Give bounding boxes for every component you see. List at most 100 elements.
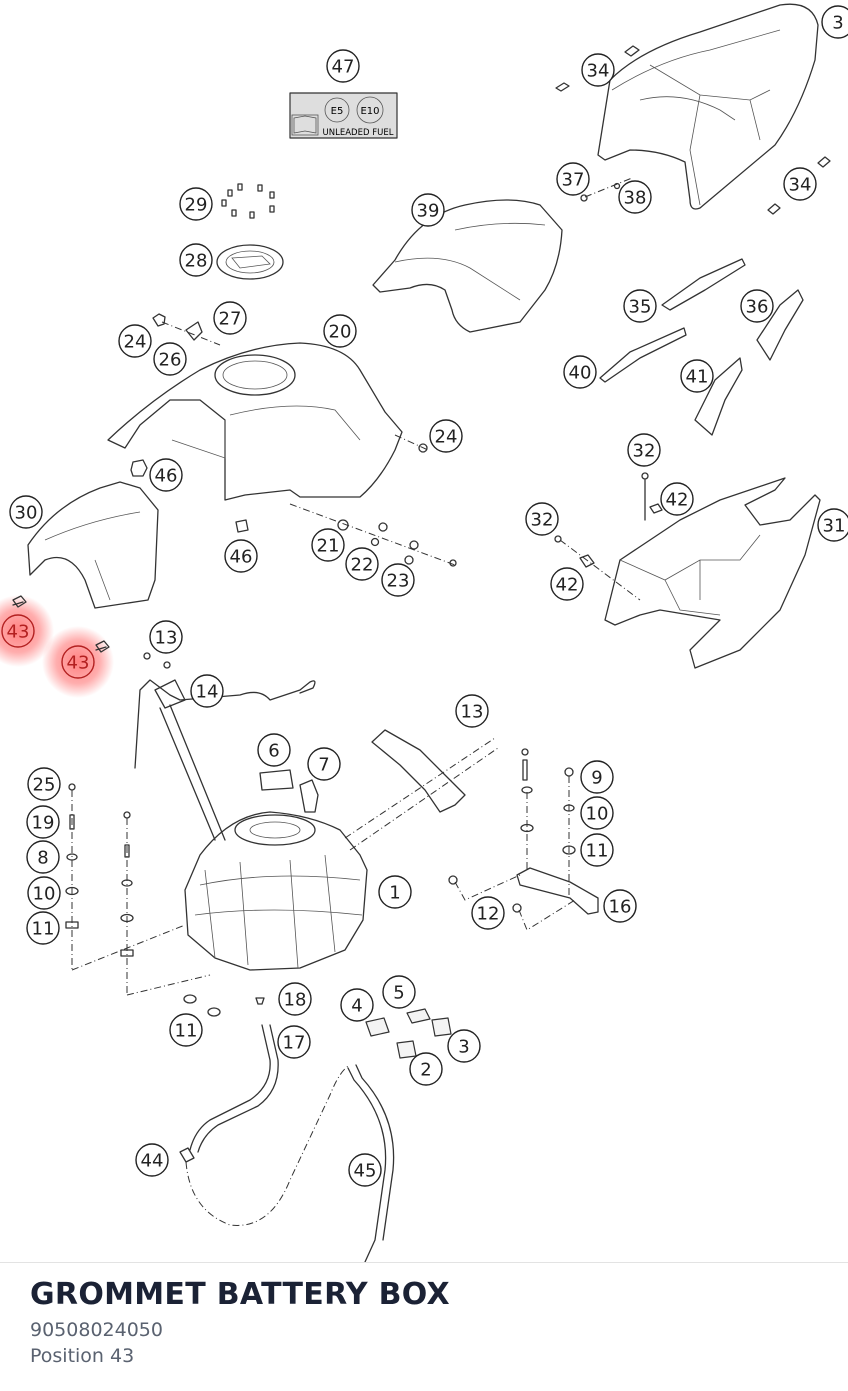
- callout-label: 34: [789, 175, 812, 196]
- small-blocks: [365, 1008, 452, 1059]
- callout-label: 41: [686, 367, 709, 388]
- callout-17[interactable]: 17: [277, 1025, 311, 1059]
- callout-label: 14: [196, 682, 219, 703]
- callout-28[interactable]: 28: [179, 243, 213, 277]
- callout-40[interactable]: 40: [563, 355, 597, 389]
- callout-label: 13: [461, 702, 484, 723]
- callout-ring: [26, 805, 60, 839]
- callout-8[interactable]: 8: [26, 840, 60, 874]
- callout-ring: [190, 674, 224, 708]
- callout-ring: [340, 988, 374, 1022]
- callout-10[interactable]: 10: [27, 876, 61, 910]
- callout-label: 39: [417, 201, 440, 222]
- callout-label: 40: [569, 363, 592, 384]
- callout-11[interactable]: 11: [26, 911, 60, 945]
- callout-12[interactable]: 12: [471, 896, 505, 930]
- callout-42[interactable]: 42: [550, 567, 584, 601]
- callout-ring: [580, 833, 614, 867]
- callout-label: 23: [387, 571, 410, 592]
- callout-ring: [149, 458, 183, 492]
- callout-label: 44: [141, 1151, 164, 1172]
- callout-38[interactable]: 38: [618, 180, 652, 214]
- position-prefix: Position: [30, 1345, 104, 1367]
- callout-label: 37: [562, 170, 585, 191]
- callout-45[interactable]: 45: [348, 1153, 382, 1187]
- callout-1[interactable]: 1: [378, 875, 412, 909]
- callout-19[interactable]: 19: [26, 805, 60, 839]
- callout-42[interactable]: 42: [660, 482, 694, 516]
- callout-24[interactable]: 24: [118, 324, 152, 358]
- callout-44[interactable]: 44: [135, 1143, 169, 1177]
- callout-6[interactable]: 6: [257, 733, 291, 767]
- callout-label: 43: [67, 653, 90, 674]
- callout-3[interactable]: 3: [447, 1029, 481, 1063]
- callout-label: 4: [351, 996, 362, 1017]
- callout-11[interactable]: 11: [169, 1013, 203, 1047]
- callout-23[interactable]: 23: [381, 563, 415, 597]
- callout-label: 32: [531, 510, 554, 531]
- fuel-hoses: [179, 1024, 395, 1262]
- callout-7[interactable]: 7: [307, 747, 341, 781]
- seat-clips: [555, 45, 831, 215]
- callout-ring: [9, 495, 43, 529]
- callout-9[interactable]: 9: [580, 760, 614, 794]
- callout-ring: [821, 5, 848, 39]
- callout-32[interactable]: 32: [627, 433, 661, 467]
- callout-3[interactable]: 3: [821, 5, 848, 39]
- fuel-cap: [216, 183, 284, 280]
- callout-13[interactable]: 13: [149, 620, 183, 654]
- callout-4[interactable]: 4: [340, 988, 374, 1022]
- callout-20[interactable]: 20: [323, 314, 357, 348]
- callout-32[interactable]: 32: [525, 502, 559, 536]
- callout-label: 20: [329, 322, 352, 343]
- callout-10[interactable]: 10: [580, 796, 614, 830]
- callout-34[interactable]: 34: [581, 53, 615, 87]
- callout-18[interactable]: 18: [278, 982, 312, 1016]
- callout-label: 29: [185, 195, 208, 216]
- callout-46[interactable]: 46: [224, 539, 258, 573]
- callout-ring: [135, 1143, 169, 1177]
- callout-29[interactable]: 29: [179, 187, 213, 221]
- callout-21[interactable]: 21: [311, 528, 345, 562]
- callout-26[interactable]: 26: [153, 342, 187, 376]
- callout-43[interactable]: 43: [1, 614, 35, 648]
- callout-39[interactable]: 39: [411, 193, 445, 227]
- callout-34[interactable]: 34: [783, 167, 817, 201]
- callout-ring: [550, 567, 584, 601]
- callout-25[interactable]: 25: [27, 767, 61, 801]
- callout-41[interactable]: 41: [680, 359, 714, 393]
- callout-30[interactable]: 30: [9, 495, 43, 529]
- callout-47[interactable]: 47: [326, 49, 360, 83]
- callout-37[interactable]: 37: [556, 162, 590, 196]
- callout-14[interactable]: 14: [190, 674, 224, 708]
- callout-label: 17: [283, 1033, 306, 1054]
- callout-27[interactable]: 27: [213, 301, 247, 335]
- callout-43[interactable]: 43: [61, 645, 95, 679]
- callout-22[interactable]: 22: [345, 547, 379, 581]
- callout-label: 35: [629, 297, 652, 318]
- right-bolt-stack: [448, 748, 599, 931]
- callout-ring: [278, 982, 312, 1016]
- callout-ring: [153, 342, 187, 376]
- callout-24[interactable]: 24: [429, 419, 463, 453]
- callout-5[interactable]: 5: [382, 975, 416, 1009]
- callout-31[interactable]: 31: [817, 508, 848, 542]
- highlight-layer: [0, 595, 114, 698]
- callout-2[interactable]: 2: [409, 1052, 443, 1086]
- callout-label: 11: [586, 841, 609, 862]
- callout-11[interactable]: 11: [580, 833, 614, 867]
- callout-label: 12: [477, 904, 500, 925]
- callout-ring: [429, 419, 463, 453]
- callout-35[interactable]: 35: [623, 289, 657, 323]
- callout-46[interactable]: 46: [149, 458, 183, 492]
- callout-label: 7: [318, 755, 329, 776]
- callout-ring: [471, 896, 505, 930]
- rider-seat: [597, 3, 819, 210]
- callout-13[interactable]: 13: [455, 694, 489, 728]
- callout-36[interactable]: 36: [740, 289, 774, 323]
- callout-label: 16: [609, 897, 632, 918]
- callout-16[interactable]: 16: [603, 889, 637, 923]
- callout-ring: [345, 547, 379, 581]
- position-value: 43: [109, 1345, 135, 1367]
